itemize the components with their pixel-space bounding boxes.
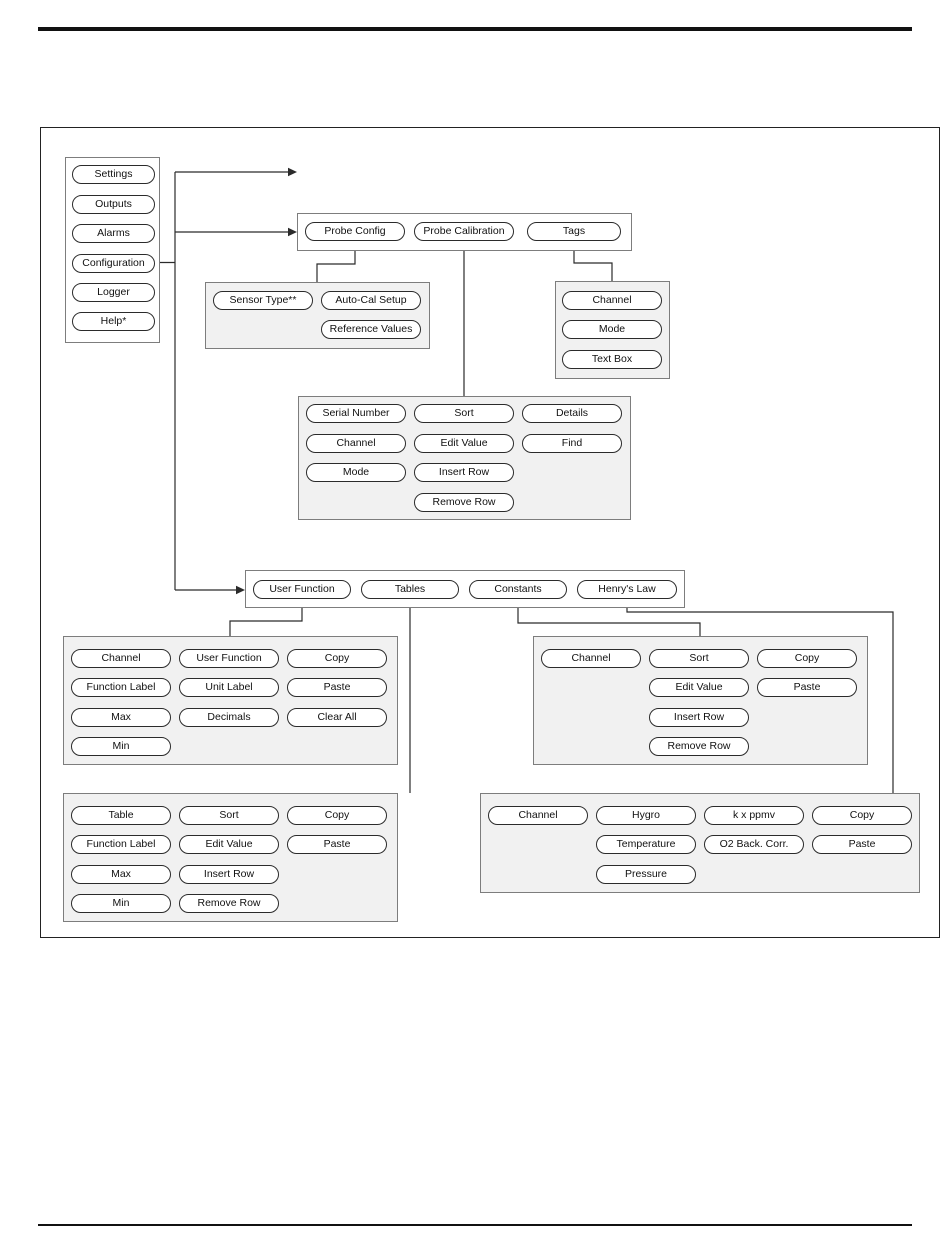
tab-constants: Constants xyxy=(469,580,567,599)
bottom-rule xyxy=(38,1224,912,1226)
constants-remove-row: Remove Row xyxy=(649,737,749,756)
probe-cal-remove-row: Remove Row xyxy=(414,493,514,512)
constants-paste: Paste xyxy=(757,678,857,697)
user-func-min: Min xyxy=(71,737,171,756)
henrys-k-x-ppmv: k x ppmv xyxy=(704,806,804,825)
probe-cal-serial-number: Serial Number xyxy=(306,404,406,423)
main-menu-box: Settings Outputs Alarms Configuration Lo… xyxy=(65,157,160,343)
tables-paste: Paste xyxy=(287,835,387,854)
tags-channel: Channel xyxy=(562,291,662,310)
menu-item-outputs: Outputs xyxy=(72,195,155,214)
menu-item-help: Help* xyxy=(72,312,155,331)
menu-item-alarms: Alarms xyxy=(72,224,155,243)
tags-mode: Mode xyxy=(562,320,662,339)
tab-user-function: User Function xyxy=(253,580,351,599)
tables-remove-row: Remove Row xyxy=(179,894,279,913)
tab-henrys-law: Henry's Law xyxy=(577,580,677,599)
tables-copy: Copy xyxy=(287,806,387,825)
tables-min: Min xyxy=(71,894,171,913)
menu-item-logger: Logger xyxy=(72,283,155,302)
tables-insert-row: Insert Row xyxy=(179,865,279,884)
tables-table: Table xyxy=(71,806,171,825)
constants-insert-row: Insert Row xyxy=(649,708,749,727)
probe-cal-find: Find xyxy=(522,434,622,453)
user-func-decimals: Decimals xyxy=(179,708,279,727)
tags-text-box: Text Box xyxy=(562,350,662,369)
henrys-temperature: Temperature xyxy=(596,835,696,854)
tab-probe-calibration: Probe Calibration xyxy=(414,222,514,241)
user-func-copy: Copy xyxy=(287,649,387,668)
tab-tags: Tags xyxy=(527,222,621,241)
tab-tables: Tables xyxy=(361,580,459,599)
constants-edit-value: Edit Value xyxy=(649,678,749,697)
constants-sort: Sort xyxy=(649,649,749,668)
henrys-o2-back-corr: O2 Back. Corr. xyxy=(704,835,804,854)
probe-cal-channel: Channel xyxy=(306,434,406,453)
probe-cal-mode: Mode xyxy=(306,463,406,482)
tables-sort: Sort xyxy=(179,806,279,825)
tab-probe-config: Probe Config xyxy=(305,222,405,241)
henrys-channel: Channel xyxy=(488,806,588,825)
user-func-channel: Channel xyxy=(71,649,171,668)
probe-cal-edit-value: Edit Value xyxy=(414,434,514,453)
probe-config-auto-cal-setup: Auto-Cal Setup xyxy=(321,291,421,310)
user-func-unit-label: Unit Label xyxy=(179,678,279,697)
henrys-paste: Paste xyxy=(812,835,912,854)
henrys-copy: Copy xyxy=(812,806,912,825)
probe-cal-sort: Sort xyxy=(414,404,514,423)
user-func-user-function: User Function xyxy=(179,649,279,668)
probe-config-reference-values: Reference Values xyxy=(321,320,421,339)
user-func-function-label: Function Label xyxy=(71,678,171,697)
user-func-paste: Paste xyxy=(287,678,387,697)
probe-cal-insert-row: Insert Row xyxy=(414,463,514,482)
henrys-pressure: Pressure xyxy=(596,865,696,884)
menu-item-configuration: Configuration xyxy=(72,254,155,273)
probe-cal-details: Details xyxy=(522,404,622,423)
tables-edit-value: Edit Value xyxy=(179,835,279,854)
tables-function-label: Function Label xyxy=(71,835,171,854)
top-rule xyxy=(38,27,912,31)
user-func-clear-all: Clear All xyxy=(287,708,387,727)
constants-copy: Copy xyxy=(757,649,857,668)
henrys-hygro: Hygro xyxy=(596,806,696,825)
menu-item-settings: Settings xyxy=(72,165,155,184)
user-func-max: Max xyxy=(71,708,171,727)
constants-channel: Channel xyxy=(541,649,641,668)
probe-config-sensor-type: Sensor Type** xyxy=(213,291,313,310)
tables-max: Max xyxy=(71,865,171,884)
